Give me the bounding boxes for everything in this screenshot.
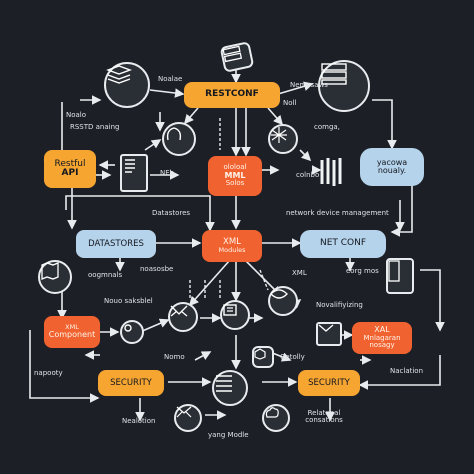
label-xml-short: XML: [292, 269, 307, 277]
server-stack-icon: [219, 41, 255, 73]
connector: [277, 81, 314, 95]
chip-icon[interactable]: [220, 300, 250, 330]
label-relatonal-coneations: Relatonal consations: [305, 409, 343, 424]
label-noalo: Noalo: [66, 111, 87, 119]
connector: [299, 149, 312, 162]
connector: [390, 185, 413, 237]
gear-icon[interactable]: [120, 320, 144, 344]
xml-center-line-1: ololoal: [223, 163, 247, 172]
tags-icon[interactable]: [318, 156, 348, 190]
connector: [65, 195, 215, 232]
phone-icon[interactable]: [386, 258, 414, 294]
label-napooty: napooty: [34, 369, 63, 377]
label-getolly: Getolly: [280, 353, 305, 361]
label-colnbo: colnbo: [296, 171, 320, 179]
yang-modules-line-1: yacowa: [376, 157, 408, 167]
xml-center-node[interactable]: ololoal MML Solos: [208, 156, 262, 196]
yang-modules-line-2: noualy.: [377, 166, 407, 175]
cube-icon[interactable]: [252, 346, 274, 368]
cloud-icon[interactable]: [162, 122, 196, 156]
xml-component-line-1: XML: [65, 323, 79, 332]
connector: [358, 355, 441, 390]
map-icon[interactable]: [38, 260, 72, 294]
restconf-node[interactable]: RESTCONF: [184, 82, 280, 108]
server-icon[interactable]: [318, 60, 370, 112]
cloud-icon[interactable]: [262, 404, 290, 432]
label-naclation: Naclation: [390, 367, 424, 375]
datastores-node[interactable]: DATASTORES: [76, 230, 156, 258]
connector: [29, 330, 100, 403]
envelope-icon[interactable]: [174, 404, 202, 432]
security-right-node[interactable]: SECURITY: [298, 370, 360, 396]
label-nomo: Nomo: [164, 353, 185, 361]
label-eorg-mos: eorg mos: [346, 267, 379, 275]
document-icon[interactable]: [120, 154, 148, 192]
connector: [194, 351, 212, 361]
security-left-node[interactable]: SECURITY: [98, 370, 164, 396]
connector: [267, 107, 284, 126]
label-novalifiyizing: Novalifiyizing: [316, 301, 363, 309]
label-oogmnals: oogmnals: [88, 271, 123, 279]
database-icon[interactable]: [212, 370, 248, 406]
connector: [372, 99, 397, 150]
eye-icon[interactable]: [268, 286, 298, 316]
connector: [149, 88, 185, 98]
label-rsstd-anaing: RSSTD anaing: [70, 123, 120, 131]
yang-modules-node[interactable]: yacowa noualy.: [360, 148, 424, 186]
xml-center-line-3: Solos: [225, 179, 245, 188]
xml-management-node[interactable]: XAL Mnlagaran nosagy: [352, 322, 412, 354]
label-noasosbe: noasosbe: [140, 265, 174, 273]
xml-modules-node[interactable]: XML Modules: [202, 230, 262, 262]
xml-management-line-3: nosagy: [369, 341, 395, 350]
label-nouo-saksblel: Nouo saksblel: [104, 297, 153, 305]
restful-api-node[interactable]: Restful API: [44, 150, 96, 188]
restful-api-line-2: API: [61, 168, 79, 178]
datastores-node-label: DATASTORES: [88, 238, 144, 249]
connector: [188, 259, 231, 307]
database-stack-icon[interactable]: [104, 62, 150, 108]
label-datastores-small: Datastores: [152, 209, 191, 217]
netconf-node[interactable]: NET CONF: [300, 230, 386, 258]
xml-component-node[interactable]: XML Component: [44, 316, 100, 348]
label-neb: NEb: [160, 169, 175, 177]
xml-center-line-2: MML: [224, 170, 246, 180]
connector: [144, 139, 162, 151]
netconf-node-label: NET CONF: [319, 238, 367, 249]
xml-management-line-1: XAL: [374, 325, 390, 335]
envelope-icon[interactable]: [316, 322, 342, 346]
connector: [420, 269, 445, 332]
label-comga: comga,: [314, 123, 340, 131]
xml-modules-line-2: Modules: [218, 246, 246, 255]
label-nemosaws: Nemosaws: [290, 81, 328, 89]
envelope-icon[interactable]: [168, 302, 198, 332]
xml-component-line-2: Component: [48, 330, 96, 340]
label-noll: Noll: [283, 99, 297, 107]
security-right-label: SECURITY: [308, 377, 350, 388]
connector: [139, 318, 170, 333]
dashed-connector: [259, 269, 269, 291]
security-left-label: SECURITY: [110, 377, 152, 388]
globe-icon[interactable]: [268, 124, 298, 154]
restconf-node-label: RESTCONF: [205, 89, 259, 100]
label-network-device-management: network device management: [286, 209, 389, 217]
restful-api-line-1: Restful: [54, 158, 86, 169]
label-nealotion: Nealotion: [122, 417, 156, 425]
xml-management-line-2: Mnlagaran: [363, 333, 401, 342]
label-yang-modle: yang Modle: [208, 431, 249, 439]
connector: [183, 107, 199, 125]
label-noalae: Noalae: [158, 75, 183, 83]
xml-modules-line-1: XML: [223, 237, 241, 248]
